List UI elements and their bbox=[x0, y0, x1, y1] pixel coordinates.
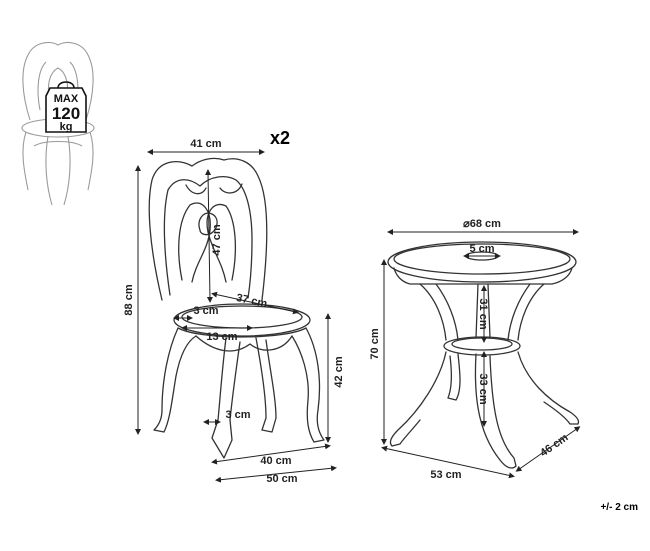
table-drawing bbox=[387, 241, 580, 469]
chair-top-width-label: 41 cm bbox=[190, 138, 221, 150]
table-center-hole-label: 5 cm bbox=[469, 243, 494, 255]
chair-seat-rim-label: 13 cm bbox=[206, 331, 237, 343]
max-weight-badge: MAX 120 kg bbox=[45, 81, 87, 133]
chair-height-label: 88 cm bbox=[123, 284, 135, 315]
table-depth-label: 46 cm bbox=[538, 432, 571, 460]
tolerance-label: +/- 2 cm bbox=[600, 502, 638, 513]
table-diameter-label: ⌀68 cm bbox=[463, 218, 501, 230]
chair-seat-height-label: 42 cm bbox=[333, 356, 345, 387]
chair-dimensions: 41 cm x2 88 cm 47 cm 37 cm 3 cm 13 cm 42… bbox=[123, 128, 345, 485]
chair-back-height-label: 47 cm bbox=[211, 224, 223, 255]
chair-seat-diameter-label: 37 cm bbox=[235, 292, 268, 310]
quantity-label: x2 bbox=[270, 128, 290, 148]
chair-drawing bbox=[148, 157, 325, 459]
table-width-label: 53 cm bbox=[430, 469, 461, 481]
chair-leg-gap-label: 3 cm bbox=[225, 409, 250, 421]
badge-weight-value: 120 bbox=[52, 104, 80, 123]
table-lower-leg-label: 33 cm bbox=[477, 373, 489, 404]
badge-max-label: MAX bbox=[54, 93, 79, 105]
chair-footprint-outer-label: 50 cm bbox=[266, 473, 297, 485]
chair-footprint-inner-label: 40 cm bbox=[260, 455, 291, 467]
table-upper-leg-label: 31 cm bbox=[477, 298, 489, 329]
badge-weight-unit: kg bbox=[60, 121, 73, 133]
table-height-label: 70 cm bbox=[369, 328, 381, 359]
chair-small-gap-label: 3 cm bbox=[193, 305, 218, 317]
